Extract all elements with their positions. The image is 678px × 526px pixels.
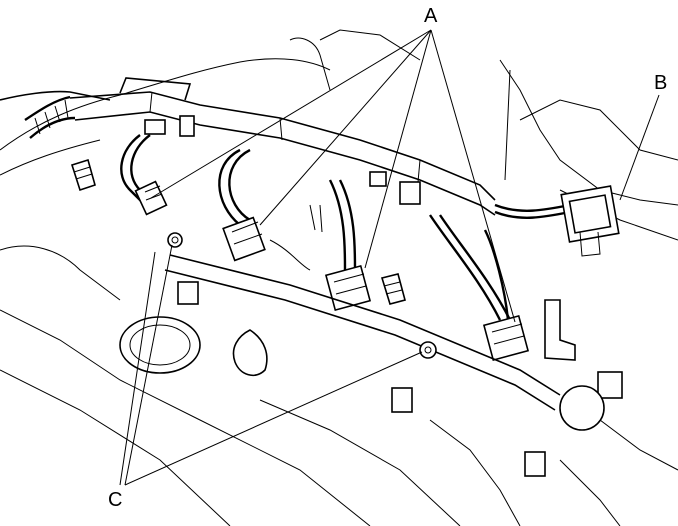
leader-c-1 bbox=[124, 244, 173, 486]
bolt-c-1 bbox=[167, 232, 183, 248]
leader-a-3 bbox=[364, 29, 432, 269]
wiring-loom-left bbox=[24, 95, 76, 139]
harness-clip-4 bbox=[399, 181, 421, 205]
connector-b bbox=[494, 185, 620, 257]
callout-c-label: C bbox=[108, 489, 123, 511]
leader-a-2 bbox=[259, 29, 432, 226]
lower-injector-4 bbox=[597, 371, 623, 399]
sensor bbox=[232, 329, 268, 377]
bolt-center bbox=[380, 273, 406, 305]
injector-wires bbox=[120, 134, 512, 321]
leader-b bbox=[619, 94, 660, 201]
bracket bbox=[544, 299, 576, 361]
harness-clip-2 bbox=[179, 115, 195, 137]
injector-connector-2 bbox=[222, 216, 266, 262]
leader-lines bbox=[119, 29, 660, 486]
callout-a-label: A bbox=[424, 5, 438, 27]
harness-clip-1 bbox=[144, 119, 166, 135]
bolt-c-2 bbox=[419, 341, 437, 359]
fuel-rail bbox=[164, 204, 561, 411]
harness-cover bbox=[69, 77, 496, 216]
callout-b-label: B bbox=[654, 72, 668, 94]
leader-a-1 bbox=[150, 29, 432, 199]
leader-c-2 bbox=[124, 351, 423, 486]
lower-injector-3 bbox=[524, 451, 546, 477]
harness-clip-3 bbox=[369, 171, 387, 187]
lower-injector-2 bbox=[391, 387, 413, 413]
injector-connector-4 bbox=[482, 314, 530, 362]
oil-cap bbox=[119, 316, 201, 374]
leader-c-3 bbox=[119, 251, 156, 486]
engine-bay-background bbox=[0, 29, 678, 526]
clamp-bolts bbox=[70, 158, 437, 359]
pressure-regulator bbox=[559, 385, 605, 431]
leader-a-4 bbox=[430, 29, 516, 323]
injector-connectors bbox=[134, 180, 530, 362]
lower-injector-1 bbox=[177, 281, 199, 305]
lower-components bbox=[119, 281, 623, 477]
injector-connector-3 bbox=[324, 264, 372, 312]
bolt-left-upper bbox=[70, 158, 96, 192]
